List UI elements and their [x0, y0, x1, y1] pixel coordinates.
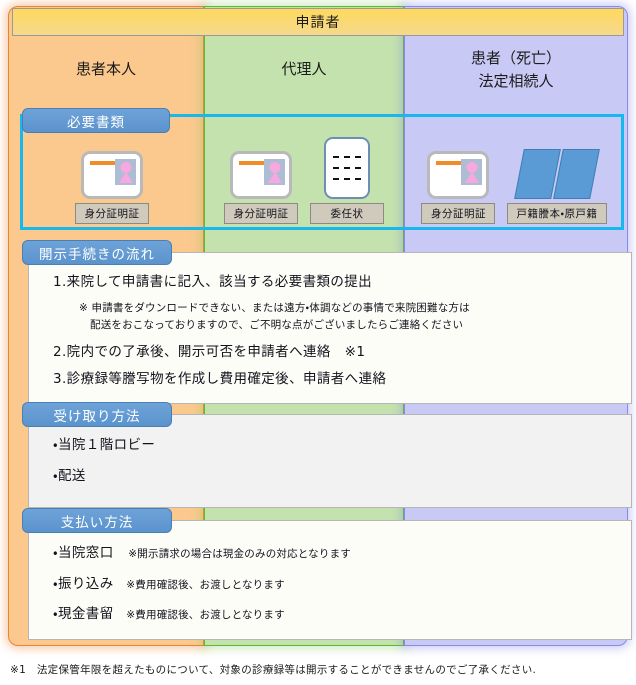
required-documents-row: 身分証明証 身分証明証 委任状	[20, 114, 624, 230]
section-body-procedure-flow: 1.来院して申請書に記入、該当する必要書類の提出 ※ 申請書をダウンロードできな…	[29, 253, 631, 412]
receiving-item-label: ・当院１階ロビー	[53, 437, 156, 453]
payment-item: ・振り込み ※費用確認後、お渡しとなります	[53, 576, 631, 594]
receiving-item: ・配送	[53, 468, 631, 486]
document-item: 身分証明証	[421, 151, 496, 224]
section-body-receiving-method: ・当院１階ロビー ・配送	[29, 415, 631, 512]
section-tab-receiving-method: 受け取り方法	[22, 402, 172, 427]
column-heading-line: 法定相続人	[478, 72, 554, 90]
register-page-right	[553, 149, 600, 199]
applicant-band: 申請者	[12, 8, 624, 36]
flow-note: ※ 申請書をダウンロードできない、または遠方・体調などの事情で来院困難な方は 配…	[79, 300, 631, 334]
column-heading-line: 患者（死亡）	[470, 48, 561, 67]
section-tab-label: 受け取り方法	[53, 408, 141, 425]
document-caption: 戸籍謄本・原戸籍	[507, 203, 607, 224]
id-card-stripe	[90, 161, 124, 165]
column-heading-line: 代理人	[281, 60, 327, 79]
id-card-stripe	[436, 161, 471, 165]
column-heading-agent: 代理人	[204, 34, 404, 106]
document-caption: 身分証明証	[421, 203, 496, 224]
id-card-icon	[230, 151, 292, 199]
column-heading-heir: 患者（死亡） 法定相続人	[404, 34, 628, 106]
id-card-icon	[81, 151, 143, 199]
section-panel-receiving-method: ・当院１階ロビー ・配送	[28, 414, 632, 508]
section-tab-label: 必要書類	[67, 114, 125, 131]
section-panel-payment-method: ・当院窓口 ※開示請求の場合は現金のみの対応となります ・振り込み ※費用確認後…	[28, 520, 632, 640]
section-tab-payment-method: 支払い方法	[22, 508, 172, 533]
payment-item-note: ※費用確認後、お渡しとなります	[126, 609, 285, 622]
column-heading-patient: 患者本人	[8, 34, 204, 106]
documents-patient: 身分証明証	[20, 114, 204, 230]
flow-step: 1.来院して申請書に記入、該当する必要書類の提出	[53, 274, 373, 290]
document-item: 身分証明証	[75, 151, 149, 224]
footnote: ※1 法定保管年限を超えたものについて、対象の診療録等は開示することができません…	[10, 664, 537, 676]
payment-item: ・当院窓口 ※開示請求の場合は現金のみの対応となります	[53, 545, 631, 563]
receiving-item-label: ・配送	[53, 467, 86, 484]
payment-item: ・現金書留 ※費用確認後、お渡しとなります	[53, 606, 631, 624]
document-caption: 身分証明証	[75, 203, 149, 224]
id-card-icon	[427, 151, 490, 199]
rule-line	[333, 167, 361, 169]
section-tab-procedure-flow: 開示手続きの流れ	[22, 240, 172, 265]
rule-line	[333, 156, 361, 158]
column-heading-line: 患者本人	[75, 60, 136, 79]
documents-agent: 身分証明証 委任状	[204, 114, 404, 230]
family-register-icon	[514, 149, 600, 199]
applicant-band-label: 申請者	[295, 15, 341, 31]
letter-of-attorney-icon	[324, 137, 370, 199]
column-headings: 患者本人 代理人 患者（死亡） 法定相続人	[8, 34, 628, 106]
flow-step: 3.診療録等謄写物を作成し費用確定後、申請者へ連絡	[53, 371, 387, 388]
required-documents-frame	[20, 114, 624, 230]
documents-heir: 身分証明証 戸籍謄本・原戸籍	[404, 114, 624, 230]
document-item: 委任状	[310, 137, 384, 224]
document-item: 身分証明証	[224, 151, 298, 224]
section-tab-required-documents: 必要書類	[22, 108, 170, 133]
section-body-payment-method: ・当院窓口 ※開示請求の場合は現金のみの対応となります ・振り込み ※費用確認後…	[29, 521, 631, 651]
section-tab-label: 支払い方法	[60, 514, 134, 531]
receiving-item: ・当院１階ロビー	[53, 437, 631, 455]
payment-item-label: ・現金書留	[53, 606, 114, 623]
id-card-photo	[461, 159, 483, 185]
flow-note-line: 配送をおこなっておりますので、ご不明な点がございましたらご連絡ください	[90, 319, 464, 332]
payment-item-label: ・当院窓口	[53, 545, 114, 561]
payment-item-note: ※費用確認後、お渡しとなります	[126, 578, 285, 591]
id-card-stripe	[239, 161, 273, 165]
rule-line	[333, 178, 361, 180]
section-panel-procedure-flow: 1.来院して申請書に記入、該当する必要書類の提出 ※ 申請書をダウンロードできな…	[28, 252, 632, 404]
payment-item-label: ・振り込み	[53, 575, 114, 592]
id-card-photo	[115, 159, 136, 185]
id-card-photo	[264, 159, 285, 185]
document-caption: 身分証明証	[224, 203, 298, 224]
payment-item-note: ※開示請求の場合は現金のみの対応となります	[128, 548, 351, 560]
flow-step: 2.院内での了承後、開示可否を申請者へ連絡 ※1	[53, 344, 366, 361]
document-caption: 委任状	[310, 203, 384, 224]
flow-note-line: ※ 申請書をダウンロードできない、または遠方・体調などの事情で来院困難な方は	[79, 302, 470, 315]
document-item: 戸籍謄本・原戸籍	[507, 149, 607, 224]
section-tab-label: 開示手続きの流れ	[39, 246, 155, 263]
